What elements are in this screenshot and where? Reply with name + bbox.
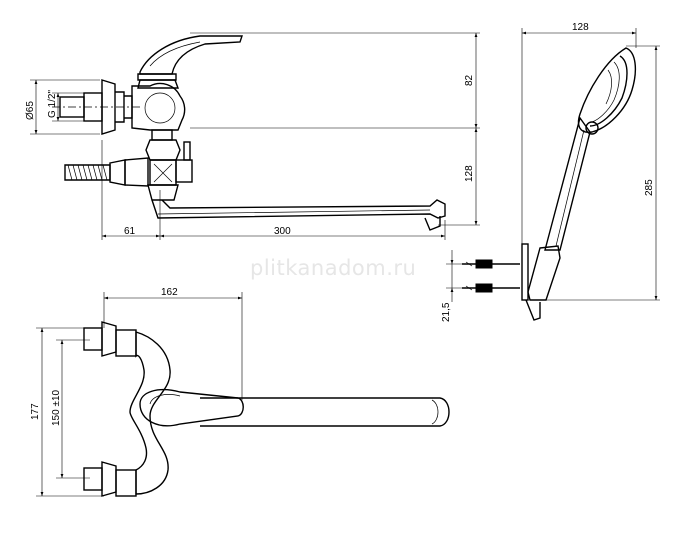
spout-front xyxy=(200,397,450,427)
dim-center-distance: 150 ±10 xyxy=(51,389,62,426)
diverter xyxy=(145,129,193,201)
top-view: 82 128 61 300 Ø65 G 1/2" xyxy=(25,32,480,240)
shower-head xyxy=(577,47,637,133)
mixer-body xyxy=(131,35,243,131)
lever-handle xyxy=(139,35,243,75)
shower-holder xyxy=(527,245,561,301)
dim-thread: G 1/2" xyxy=(47,90,58,118)
hose-connector xyxy=(64,157,149,187)
shower-handle xyxy=(544,116,591,251)
dim-side-height: 285 xyxy=(644,179,655,196)
dim-diameter: Ø65 xyxy=(25,101,36,120)
lower-eccentric xyxy=(83,461,137,497)
front-view: 162 177 150 ±10 xyxy=(30,287,450,497)
dim-side-width: 128 xyxy=(572,22,589,33)
dim-spout-length: 300 xyxy=(274,226,291,237)
dim-holder: 21,5 xyxy=(441,302,452,322)
side-view-shower: 128 285 21,5 xyxy=(441,22,660,322)
mixer-body-front xyxy=(129,331,171,495)
dim-upper-height: 82 xyxy=(464,74,475,86)
dim-front-width: 162 xyxy=(161,287,178,298)
wall-anchors xyxy=(462,259,520,293)
wall-fitting xyxy=(52,79,140,135)
watermark-text: plitkanadom.ru xyxy=(250,256,416,280)
dim-total-height: 177 xyxy=(30,403,41,420)
spout xyxy=(151,199,446,231)
dim-left-offset: 61 xyxy=(124,226,136,237)
lever-front xyxy=(139,388,244,427)
upper-eccentric xyxy=(83,321,137,357)
dim-lower-height: 128 xyxy=(464,165,475,182)
